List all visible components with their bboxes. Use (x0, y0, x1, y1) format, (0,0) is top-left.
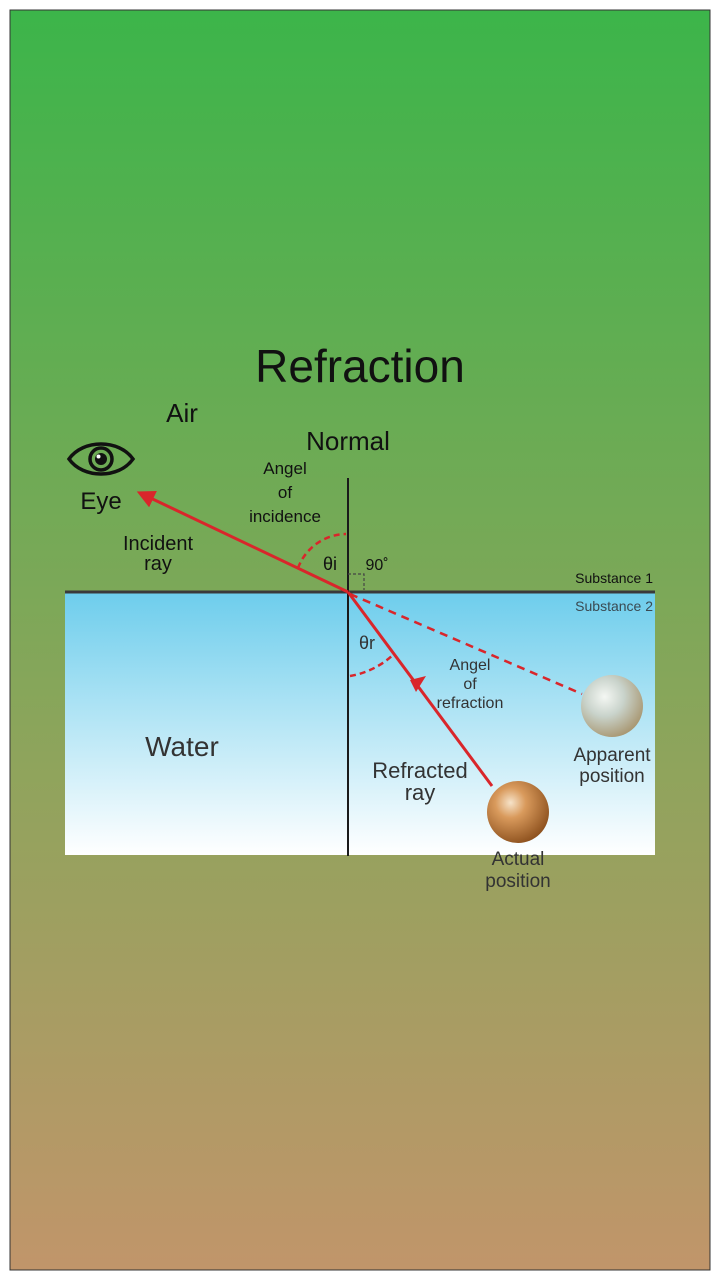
water-region (65, 592, 655, 855)
water-label: Water (145, 731, 219, 762)
theta-r-label: θr (359, 633, 375, 653)
apparent-position-sphere (581, 675, 643, 737)
angle-incidence-label-3: incidence (249, 507, 321, 526)
air-label: Air (166, 398, 198, 428)
incident-ray-label-1: Incident (123, 533, 193, 555)
angle-refraction-label-1: Angel (450, 657, 491, 674)
substance-1-label: Substance 1 (575, 570, 653, 586)
right-angle-label: 90˚ (365, 557, 388, 574)
refracted-ray-label-2: ray (405, 780, 436, 805)
incident-ray-line (136, 491, 349, 594)
normal-label: Normal (306, 426, 390, 456)
page-title: Refraction (255, 340, 465, 392)
apparent-position-label-1: Apparent (573, 745, 651, 766)
actual-position-label-2: position (485, 871, 551, 892)
angle-incidence-label-2: of (278, 483, 292, 502)
refracted-ray-label-1: Refracted (372, 758, 467, 783)
actual-position-label-1: Actual (492, 849, 545, 870)
incident-ray-label-2: ray (144, 553, 172, 575)
eye-icon (66, 442, 136, 476)
refracted-ray-arrow (410, 676, 426, 692)
right-angle-marker (348, 573, 365, 590)
angle-refraction-label-2: of (463, 676, 477, 693)
incidence-angle-arc (296, 532, 347, 569)
refraction-angle-arc (349, 653, 395, 678)
eye-label: Eye (80, 488, 121, 515)
refracted-ray-line (346, 591, 494, 787)
angle-refraction-label-3: refraction (437, 695, 504, 712)
substance-2-label: Substance 2 (575, 598, 653, 614)
theta-i-label: θi (323, 554, 337, 574)
actual-position-sphere (487, 781, 549, 843)
apparent-ray-line (349, 592, 583, 696)
angle-incidence-label-1: Angel (263, 459, 306, 478)
apparent-position-label-2: position (579, 766, 645, 787)
